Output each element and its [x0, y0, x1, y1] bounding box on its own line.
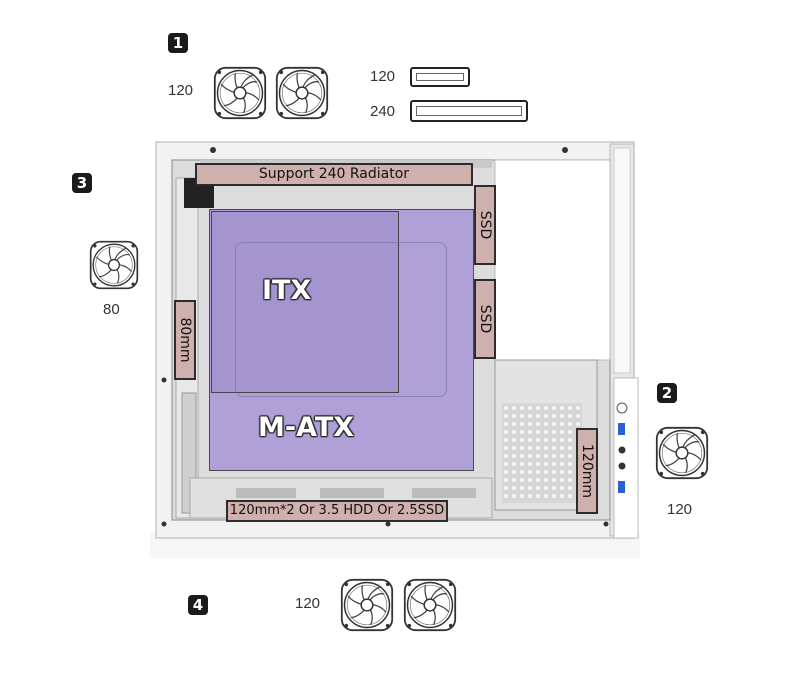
marker-4: 4 — [188, 595, 208, 615]
radiator-120-label: 120 — [370, 68, 396, 85]
top-fan-1-icon — [213, 66, 267, 120]
side-80mm-slot: 80mm — [174, 300, 196, 380]
board-inner-shape — [235, 242, 447, 397]
bottom-mount-label: 120mm*2 Or 3.5 HDD Or 2.5SSD — [226, 500, 448, 522]
itx-label: ITX — [262, 275, 312, 306]
bottom-fan-2-icon — [403, 578, 457, 632]
bottom-fan-size-label: 120 — [295, 595, 321, 612]
bottom-fan-1-icon — [340, 578, 394, 632]
radiator-240-slot-icon — [410, 100, 528, 122]
top-fan-2-icon — [275, 66, 329, 120]
ssd-slot-2: SSD — [474, 279, 496, 359]
ssd-slot-1: SSD — [474, 185, 496, 265]
side-fan-icon — [89, 240, 139, 290]
radiator-120-slot-icon — [410, 67, 470, 87]
front-120mm-slot: 120mm — [576, 428, 598, 514]
side-80mm-label: 80mm — [177, 317, 193, 363]
ssd-slot-1-label: SSD — [477, 210, 493, 240]
top-fan-size-label: 120 — [168, 82, 194, 99]
matx-label: M-ATX — [258, 412, 355, 443]
matx-board — [209, 209, 474, 471]
marker-3: 3 — [72, 173, 92, 193]
front-fan-size-label: 120 — [667, 501, 693, 518]
marker-1: 1 — [168, 33, 188, 53]
side-fan-size-label: 80 — [103, 301, 120, 318]
front-120mm-label: 120mm — [579, 444, 595, 498]
ssd-slot-2-label: SSD — [477, 304, 493, 334]
itx-board — [211, 211, 399, 393]
radiator-support-label: Support 240 Radiator — [195, 163, 473, 186]
front-fan-icon — [655, 426, 709, 480]
marker-2: 2 — [657, 383, 677, 403]
radiator-240-label: 240 — [370, 103, 396, 120]
